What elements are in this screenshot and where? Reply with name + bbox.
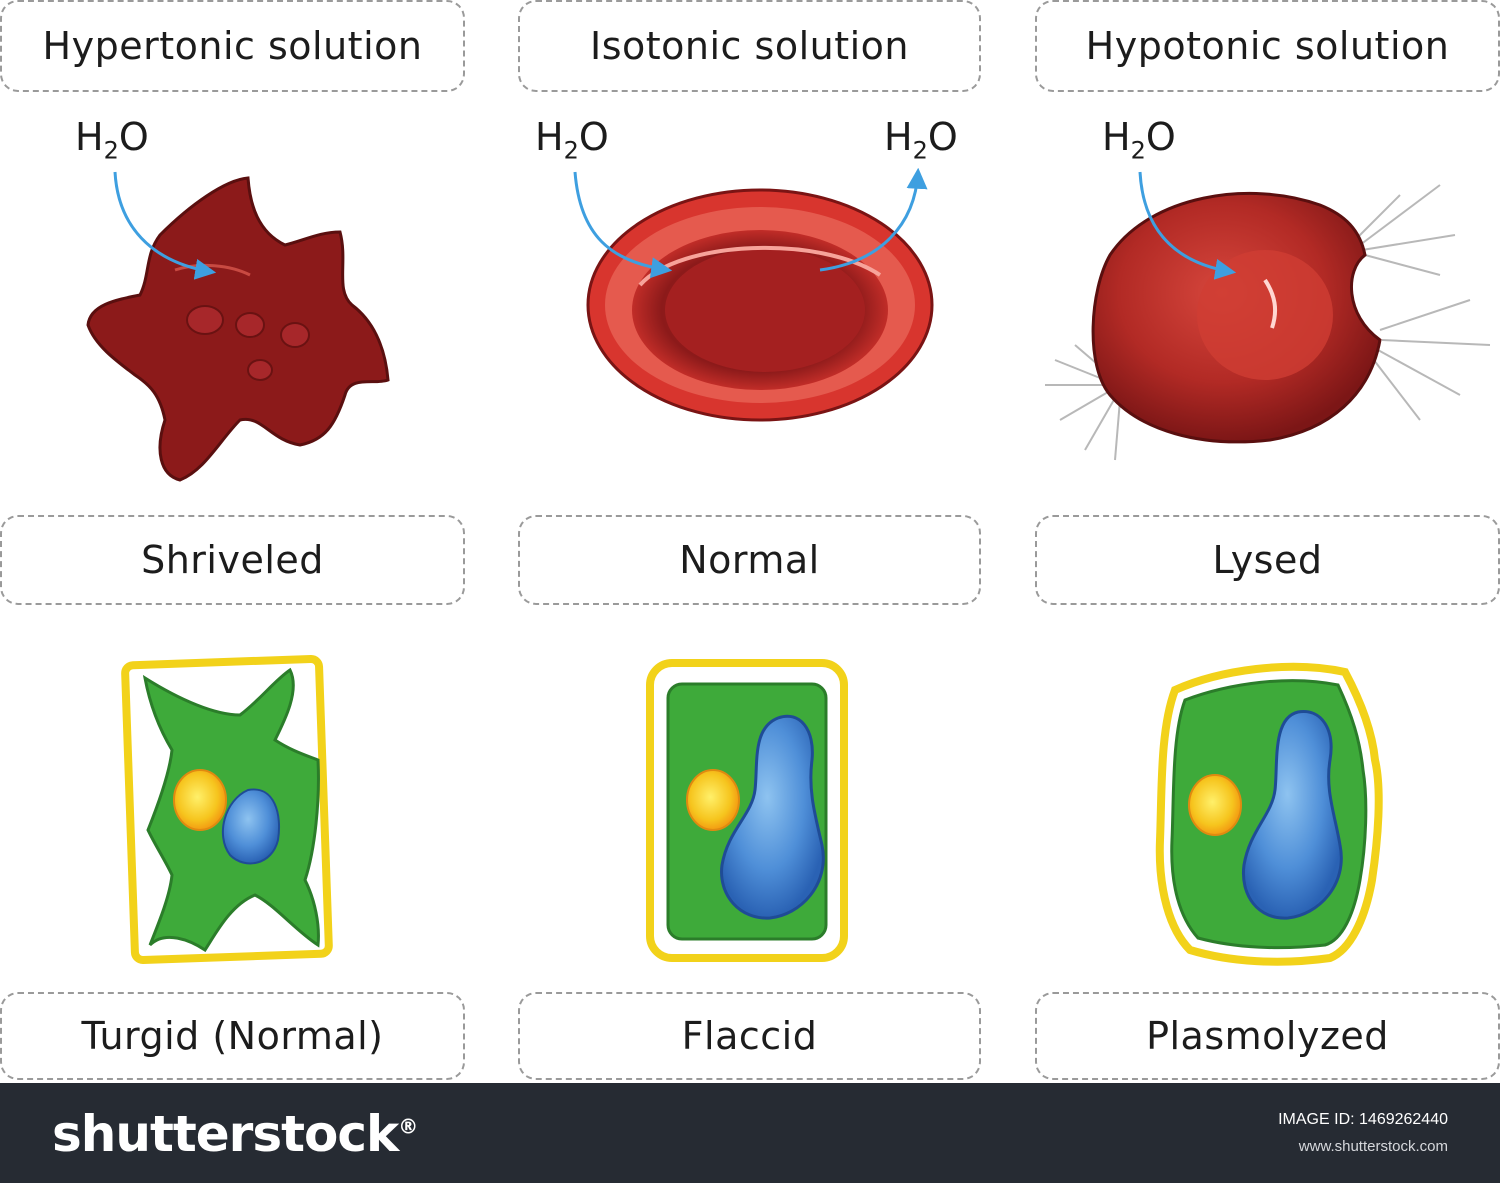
water-in-arrow-hypertonic — [113, 171, 217, 280]
osmosis-diagram — [86, 167, 1491, 966]
lysis-spray-right — [1354, 184, 1491, 421]
state-normal: Normal — [518, 515, 981, 605]
registered-mark-icon: ® — [398, 1114, 418, 1139]
site-url: www.shutterstock.com — [1298, 1138, 1448, 1155]
state-plasmolyzed: Plasmolyzed — [1035, 992, 1500, 1080]
plasmolyzed-cell — [1155, 662, 1383, 966]
water-in-arrow-isotonic — [573, 171, 673, 279]
flaccid-cell — [646, 659, 848, 962]
brand-logo: shutterstock® — [52, 1105, 418, 1163]
lysis-spray-left — [1045, 344, 1121, 461]
header-hypotonic: Hypotonic solution — [1035, 0, 1500, 92]
normal-cell — [586, 188, 934, 422]
state-shriveled: Shriveled — [0, 515, 465, 605]
header-hypertonic: Hypertonic solution — [0, 0, 465, 92]
footer-bar: shutterstock® IMAGE ID: 1469262440 www.s… — [0, 1083, 1500, 1183]
water-in-arrow-hypotonic — [1138, 171, 1237, 280]
header-isotonic: Isotonic solution — [518, 0, 981, 92]
water-label-hypertonic: H2O — [75, 115, 149, 165]
water-label-isotonic-in: H2O — [535, 115, 609, 165]
shriveled-cell — [86, 176, 390, 482]
lysed-cell — [1045, 184, 1491, 461]
water-label-hypotonic: H2O — [1102, 115, 1176, 165]
state-flaccid: Flaccid — [518, 992, 981, 1080]
state-lysed: Lysed — [1035, 515, 1500, 605]
turgid-cell — [121, 654, 333, 965]
water-out-arrow-isotonic — [819, 167, 928, 272]
water-label-isotonic-out: H2O — [884, 115, 958, 165]
image-id: IMAGE ID: 1469262440 — [1278, 1111, 1448, 1128]
state-turgid: Turgid (Normal) — [0, 992, 465, 1080]
